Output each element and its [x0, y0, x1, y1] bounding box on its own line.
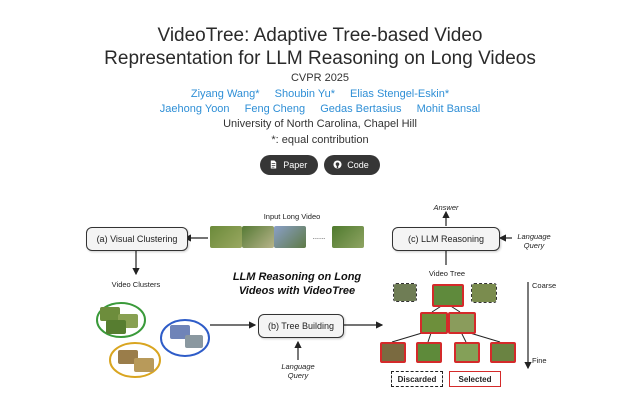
paper-button[interactable]: Paper [260, 155, 319, 175]
figure-center-title-line-2: Videos with VideoTree [238, 285, 356, 297]
link-buttons: Paper Code [0, 155, 640, 175]
author-link[interactable]: Shoubin Yu* [274, 88, 335, 100]
video-frame [210, 226, 242, 248]
llm-reasoning-node: (c) LLM Reasoning [392, 227, 500, 251]
author-link[interactable]: Feng Cheng [244, 103, 306, 115]
tree-node-discarded [393, 283, 417, 302]
fine-label: Fine [532, 356, 547, 365]
language-query-right-line-2: Query [523, 241, 545, 250]
cluster-frame [134, 358, 154, 372]
author-link[interactable]: Jaehong Yoon [159, 103, 230, 115]
tree-node-discarded [471, 283, 497, 303]
language-query-bottom-line-2: Query [287, 371, 309, 380]
tree-node-selected [380, 342, 406, 363]
paper-button-label: Paper [283, 160, 308, 170]
language-query-right: Language Query [512, 232, 556, 250]
cluster-frame [100, 307, 120, 321]
contribution-note: *: equal contribution [271, 134, 369, 146]
tree-node-selected [448, 312, 476, 334]
tree-node-selected [490, 342, 516, 363]
video-frame [274, 226, 306, 248]
tree-building-node: (b) Tree Building [258, 314, 344, 338]
language-query-bottom: Language Query [278, 362, 318, 380]
tree-node-selected [416, 342, 442, 363]
authors-row-1: Ziyang Wang* Shoubin Yu* Elias Stengel-E… [0, 87, 640, 102]
figure-center-title: LLM Reasoning on Long Videos with VideoT… [222, 270, 372, 298]
language-query-right-line-1: Language [517, 232, 551, 241]
page-title-line-2: Representation for LLM Reasoning on Long… [104, 48, 536, 69]
teaser-figure: Input Long Video ...... (a) Visual Clust… [0, 190, 640, 400]
answer-label: Answer [433, 203, 459, 212]
video-frame [242, 226, 274, 248]
authors-row-2: Jaehong Yoon Feng Cheng Gedas Bertasius … [0, 102, 640, 117]
github-icon [333, 159, 342, 171]
cluster-frame [106, 320, 126, 334]
code-button[interactable]: Code [324, 155, 380, 175]
visual-clustering-node: (a) Visual Clustering [86, 227, 188, 251]
video-clusters-label: Video Clusters [111, 280, 161, 289]
coarse-label: Coarse [532, 281, 557, 290]
frames-ellipsis: ...... [312, 232, 326, 241]
author-link[interactable]: Elias Stengel-Eskin* [350, 88, 450, 100]
video-frame [332, 226, 364, 248]
tree-node-selected [454, 342, 480, 363]
cluster-frame [118, 350, 138, 364]
page-title-line-1: VideoTree: Adaptive Tree-based Video [157, 25, 483, 46]
input-video-label: Input Long Video [263, 212, 321, 221]
affiliation: University of North Carolina, Chapel Hil… [223, 118, 417, 130]
selected-legend: Selected [449, 371, 501, 387]
video-tree-label: Video Tree [428, 269, 466, 278]
author-link[interactable]: Mohit Bansal [416, 103, 481, 115]
venue: CVPR 2025 [290, 72, 350, 84]
tree-node-selected [432, 284, 464, 307]
author-link[interactable]: Ziyang Wang* [190, 88, 260, 100]
language-query-bottom-line-1: Language [281, 362, 315, 371]
cluster-frame [185, 335, 203, 348]
author-link[interactable]: Gedas Bertasius [320, 103, 402, 115]
figure-center-title-line-1: LLM Reasoning on Long [232, 271, 362, 283]
file-icon [269, 159, 278, 171]
code-button-label: Code [347, 160, 369, 170]
discarded-legend: Discarded [391, 371, 443, 387]
tree-node-selected [420, 312, 448, 334]
